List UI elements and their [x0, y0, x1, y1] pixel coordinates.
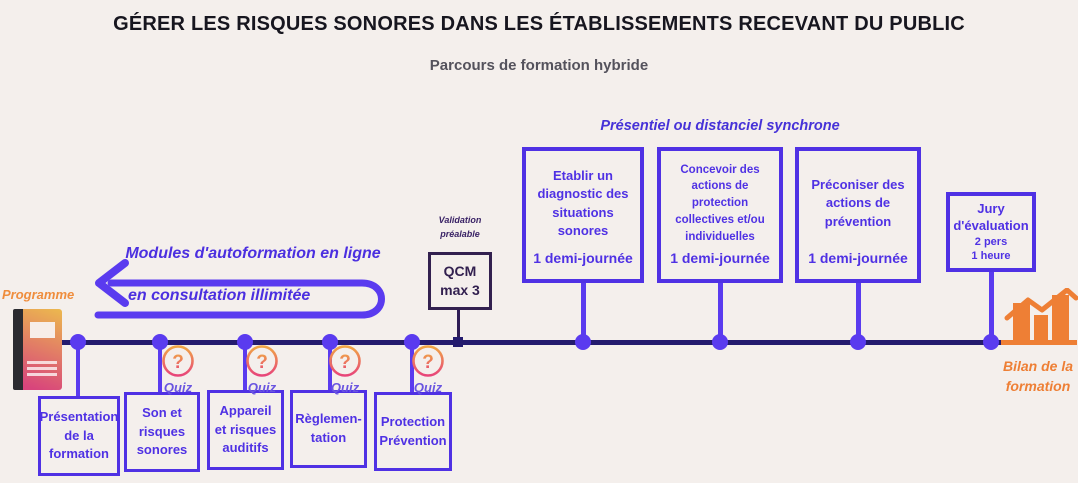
results-chart-icon: [1001, 288, 1078, 345]
session-duration: 1 demi-journée: [533, 250, 633, 266]
module-title: Protection Prévention: [379, 413, 447, 448]
quiz-badge: ? Quiz: [244, 344, 280, 395]
module-box-protection: Protection Prévention: [374, 392, 452, 471]
jury-size: 2 pers: [974, 235, 1008, 248]
jury-box: Jury d'évaluation 2 pers 1 heure: [946, 192, 1036, 272]
timeline-dot: [322, 334, 338, 350]
session-title: Etablir un diagnostic des situations son…: [537, 168, 629, 238]
svg-text:?: ?: [172, 352, 184, 373]
svg-text:?: ?: [339, 352, 351, 373]
quiz-label: Quiz: [163, 380, 193, 395]
qcm-connector: [457, 310, 460, 342]
timeline-dot: [237, 334, 253, 350]
module-title: Son et risques sonores: [136, 404, 188, 458]
module-title: Appareil et risques auditifs: [214, 402, 277, 456]
quiz-badge: ? Quiz: [410, 344, 446, 395]
timeline-dot: [983, 334, 999, 350]
programme-label: Programme: [2, 287, 75, 302]
book-cover-line: [27, 367, 57, 370]
module-connector: [243, 342, 247, 390]
book-cover-label: [30, 322, 55, 338]
module-box-appareil: Appareil et risques auditifs: [207, 390, 284, 470]
module-box-presentation: Présentation de la formation: [38, 396, 120, 476]
quiz-question-icon: ?: [412, 345, 444, 377]
session-title: Concevoir des actions de protection coll…: [675, 163, 765, 243]
timeline-dot: [404, 334, 420, 350]
module-connector: [328, 342, 332, 390]
module-connector: [410, 342, 414, 392]
validation-line2: préalable: [440, 228, 480, 239]
page-subtitle: Parcours de formation hybride: [429, 57, 649, 74]
book-cover-line: [27, 361, 57, 364]
uturn-arrow-icon: [94, 259, 385, 319]
page-title: GÉRER LES RISQUES SONORES DANS LES ÉTABL…: [113, 13, 965, 35]
session-box-concevoir: Concevoir des actions de protection coll…: [657, 147, 783, 283]
session-duration: 1 demi-journée: [808, 250, 908, 266]
session-connector: [718, 283, 723, 342]
session-connector: [581, 283, 586, 342]
session-box-diagnostic: Etablir un diagnostic des situations son…: [522, 147, 644, 283]
module-title: Règlemen-tation: [295, 411, 362, 445]
book-cover: [23, 309, 62, 390]
timeline: [56, 340, 1032, 345]
quiz-question-icon: ?: [162, 345, 194, 377]
timeline-dot: [152, 334, 168, 350]
autoformation-label-line2: en consultation illimitée: [128, 287, 311, 304]
quiz-label: Quiz: [247, 380, 277, 395]
timeline-dot: [712, 334, 728, 350]
module-title: Présentation de la formation: [39, 408, 119, 462]
module-box-reglementation: Règlemen-tation: [290, 390, 367, 468]
session-connector: [856, 283, 861, 342]
jury-connector: [989, 272, 994, 342]
session-box-preconiser: Préconiser des actions de prévention 1 d…: [795, 147, 921, 283]
bilan-line1: Bilan de la: [1002, 358, 1074, 374]
qcm-timeline-node: [453, 337, 463, 347]
timeline-dot: [70, 334, 86, 350]
book-spine: [13, 309, 23, 390]
quiz-badge: ? Quiz: [160, 344, 196, 395]
book-icon: [13, 309, 62, 390]
autoformation-label-line1: Modules d'autoformation en ligne: [125, 245, 381, 262]
synchronous-track-label: Présentiel ou distanciel synchrone: [600, 118, 840, 134]
jury-duration: 1 heure: [971, 249, 1011, 262]
bilan-label: Bilan de la formation: [998, 356, 1078, 397]
svg-text:?: ?: [256, 352, 268, 373]
quiz-question-icon: ?: [246, 345, 278, 377]
quiz-label: Quiz: [413, 380, 443, 395]
module-box-son: Son et risques sonores: [124, 392, 200, 472]
quiz-question-icon: ?: [329, 345, 361, 377]
validation-prealable-label: Validation préalable: [420, 214, 500, 241]
qcm-box: QCM max 3: [428, 252, 492, 310]
quiz-badge: ? Quiz: [327, 344, 363, 395]
module-connector: [158, 342, 162, 392]
qcm-line1: QCM: [443, 263, 477, 280]
session-title: Préconiser des actions de prévention: [811, 177, 905, 229]
qcm-line2: max 3: [440, 282, 480, 298]
timeline-dot: [850, 334, 866, 350]
session-duration: 1 demi-journée: [670, 250, 770, 266]
bilan-line2: formation: [1005, 378, 1071, 395]
timeline-dot: [575, 334, 591, 350]
validation-line1: Validation: [438, 215, 482, 225]
svg-text:?: ?: [422, 352, 434, 373]
module-connector: [76, 342, 80, 396]
book-cover-line: [27, 373, 57, 376]
jury-title: Jury d'évaluation: [953, 200, 1029, 233]
quiz-label: Quiz: [330, 380, 360, 395]
